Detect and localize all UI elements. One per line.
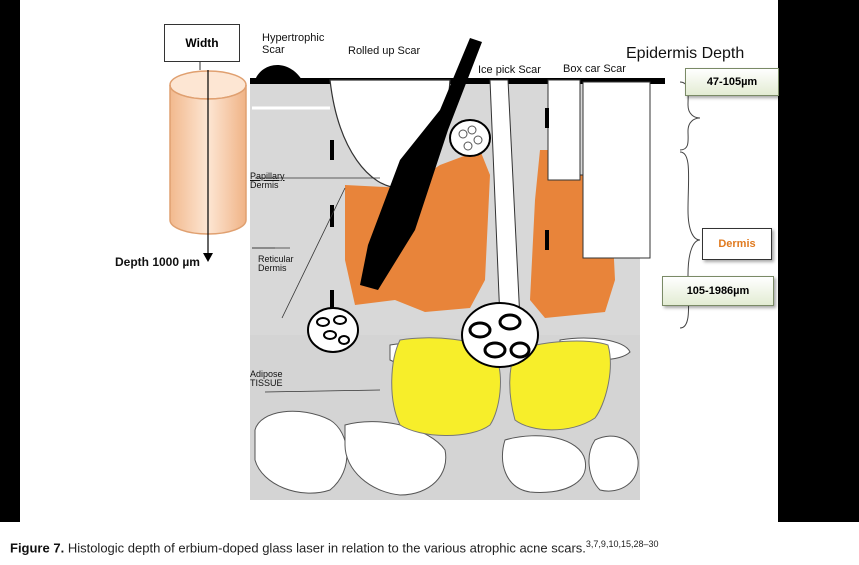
adipose-line2: TISSUE [250,378,283,389]
adipose-label: Adipose TISSUE [250,369,283,389]
gland-cell [333,315,347,325]
hair-shaft [360,38,482,290]
epidermis-depth-label: Epidermis Depth [626,45,745,62]
dermis-range-text: 105-1986µm [686,285,750,297]
vessel [330,290,334,308]
dermis-range-box: 105-1986µm [662,276,774,306]
papillary-label: Papillary Dermis [250,171,285,191]
fat-lobule-yellow [509,340,611,431]
depth-label: Depth 1000 µm [115,256,200,269]
box-car-panel [582,81,651,259]
fat-cell [501,435,586,494]
gland-cell [458,129,468,139]
guide-line [281,187,346,319]
vessel [545,108,549,128]
papillary-line1: Papillary [250,171,285,181]
depth-text: Depth 1000 µm [115,255,200,269]
reticular-line1: Reticular [258,254,294,264]
adipose-line1: Adipose [250,369,283,379]
gland-cell [467,125,477,135]
hypertrophic-line1: Hypertrophic [262,32,325,44]
vessel [545,230,549,250]
gland-cell [509,341,531,359]
ice-pick-label: Ice pick Scar [478,64,541,76]
caption-refs: 3,7,9,10,15,28–30 [585,539,659,549]
width-label-box: Width [164,24,240,62]
right-black-band [778,0,859,522]
figure-caption: Figure 7. Histologic depth of erbium-dop… [10,539,659,555]
hypertrophic-label: Hypertrophic Scar [262,32,325,56]
gland-cell [316,317,330,327]
gland-cell [498,313,522,331]
gland-cell [483,341,507,359]
guide-line [264,389,381,393]
reticular-label: Reticular Dermis [258,254,294,274]
vessel [330,205,334,227]
depth-arrowhead-icon [203,253,213,262]
sweat-gland [307,307,359,353]
caption-text: Histologic depth of erbium-doped glass l… [67,540,586,556]
epidermis-range-box: 47-105µm [685,68,779,96]
rolled-up-label: Rolled up Scar [348,45,421,57]
box-car-scar [547,79,581,181]
box-car-label: Box car Scar [563,63,626,75]
dermis-label-box: Dermis [702,228,772,260]
gland-cell [463,141,473,151]
gland-cell [468,321,492,339]
hypertrophic-line2: Scar [262,43,285,56]
hypertrophic-scar-bump [255,64,302,80]
papillary-line2: Dermis [250,180,279,191]
vessel [330,140,334,160]
epidermis-range-text: 47-105µm [706,76,758,88]
dermis-text: Dermis [718,238,756,250]
left-black-band [0,0,20,522]
gland-cell [338,335,350,345]
sebaceous-gland [449,119,491,157]
reticular-line2: Dermis [258,263,287,274]
gland-cell [473,135,483,145]
width-label: Width [185,36,219,50]
figure-number: Figure 7. [10,540,65,556]
skin-diagram [169,38,701,500]
gland-cell [323,330,337,340]
fat-cell [588,435,639,492]
